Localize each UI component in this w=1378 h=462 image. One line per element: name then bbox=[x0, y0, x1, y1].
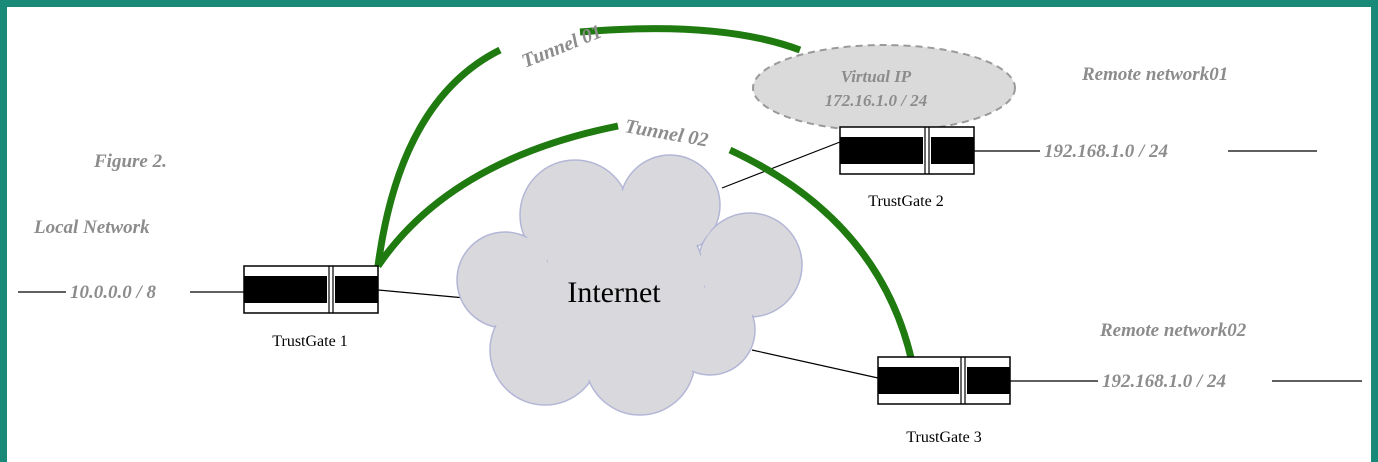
remote1-subnet-bg bbox=[1040, 139, 1228, 163]
tunnel-01-curve-b bbox=[579, 25, 802, 54]
internet-cloud bbox=[456, 154, 803, 416]
virtual-ip-ellipse bbox=[752, 44, 1016, 132]
remote-network-01-subnet: 192.168.1.0 / 24 bbox=[1044, 141, 1168, 162]
local-subnet-bg bbox=[66, 280, 190, 304]
figure-label: Figure 2. bbox=[93, 151, 167, 172]
virtual-ip-title: Virtual IP bbox=[841, 67, 912, 86]
trustgate-3-label: TrustGate 3 bbox=[906, 429, 981, 446]
remote-network-02-subnet: 192.168.1.0 / 24 bbox=[1102, 371, 1226, 392]
tg1-internet-line bbox=[377, 289, 466, 299]
trustgate-2-label: TrustGate 2 bbox=[868, 193, 943, 210]
internet-label: Internet bbox=[567, 276, 661, 309]
virtual-ip-subnet: 172.16.1.0 / 24 bbox=[825, 91, 927, 110]
internet-tg3-line bbox=[751, 349, 879, 379]
trustgate-1-label: TrustGate 1 bbox=[272, 333, 347, 350]
tunnel-01-curve bbox=[374, 46, 502, 267]
tunnel-01-label: Tunnel 01 bbox=[519, 21, 605, 73]
internet-tg2-line bbox=[721, 141, 841, 189]
local-network-subnet: 10.0.0.0 / 8 bbox=[70, 282, 157, 303]
remote-network-02-title: Remote network02 bbox=[1099, 320, 1247, 341]
remote2-subnet-bg bbox=[1098, 369, 1272, 393]
tunnel-02-label: Tunnel 02 bbox=[623, 115, 710, 151]
tunnel-02-curve-b bbox=[728, 146, 916, 363]
local-network-title: Local Network bbox=[33, 217, 150, 238]
tunnel-02-curve bbox=[375, 122, 619, 268]
remote-network-01-title: Remote network01 bbox=[1081, 64, 1228, 85]
trustgate-1-device bbox=[243, 265, 379, 314]
trustgate-3-device bbox=[877, 356, 1011, 405]
trustgate-2-device bbox=[839, 126, 975, 175]
